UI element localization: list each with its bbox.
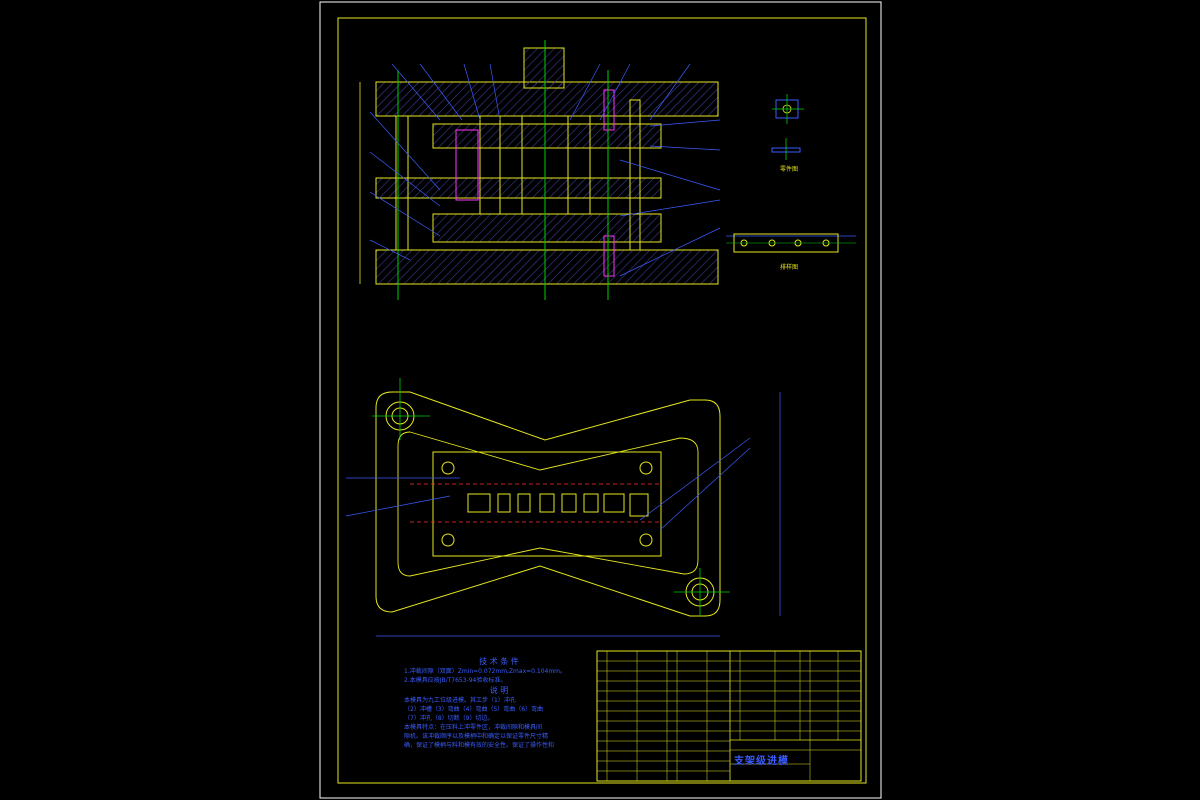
tech-requirement-line: 1.冲裁间隙（双面）Zmin=0.072mm,Zmax=0.104mm。 <box>404 668 567 675</box>
explanation-line: （7）冲孔（8）切断（9）切边。 <box>404 715 494 722</box>
strip-layout-label: 排样图 <box>780 264 799 271</box>
explanation-heading: 说 明 <box>489 686 509 695</box>
drawing-title: 支架级进模 <box>734 756 789 767</box>
explanation-line: （2）冲槽（3）弯曲（4）弯曲（5）弯曲（6）弯曲 <box>404 706 544 713</box>
explanation-line: 确，保证了模柄与料和模有效的安全性。保证了操作性和 <box>404 742 555 749</box>
explanation-line: 本模具为九工位级进模。其工步（1）冲孔 <box>404 697 516 704</box>
inner-frame <box>337 17 867 784</box>
part-view-label: 零件图 <box>780 166 799 173</box>
tech-requirements-heading: 技 术 条 件 <box>479 657 519 666</box>
section-view <box>359 40 721 300</box>
plan-view <box>345 378 781 637</box>
outer-frame <box>319 1 882 799</box>
strip-layout-view <box>726 233 856 253</box>
explanation-line: 本模具特点：在压料上冲零件区，冲裁间隙和模具间 <box>404 724 543 731</box>
technical-notes: 技 术 条 件 1.冲裁间隙（双面）Zmin=0.072mm,Zmax=0.10… <box>404 656 594 750</box>
tech-requirement-line: 2.本模具应按JB/T7653-94验收标准。 <box>404 677 507 684</box>
part-view <box>771 94 804 160</box>
title-block <box>596 650 862 782</box>
explanation-line: 隙机。该冲裁顺序以及模柄中和确定以保证零件尺寸精 <box>404 733 549 740</box>
